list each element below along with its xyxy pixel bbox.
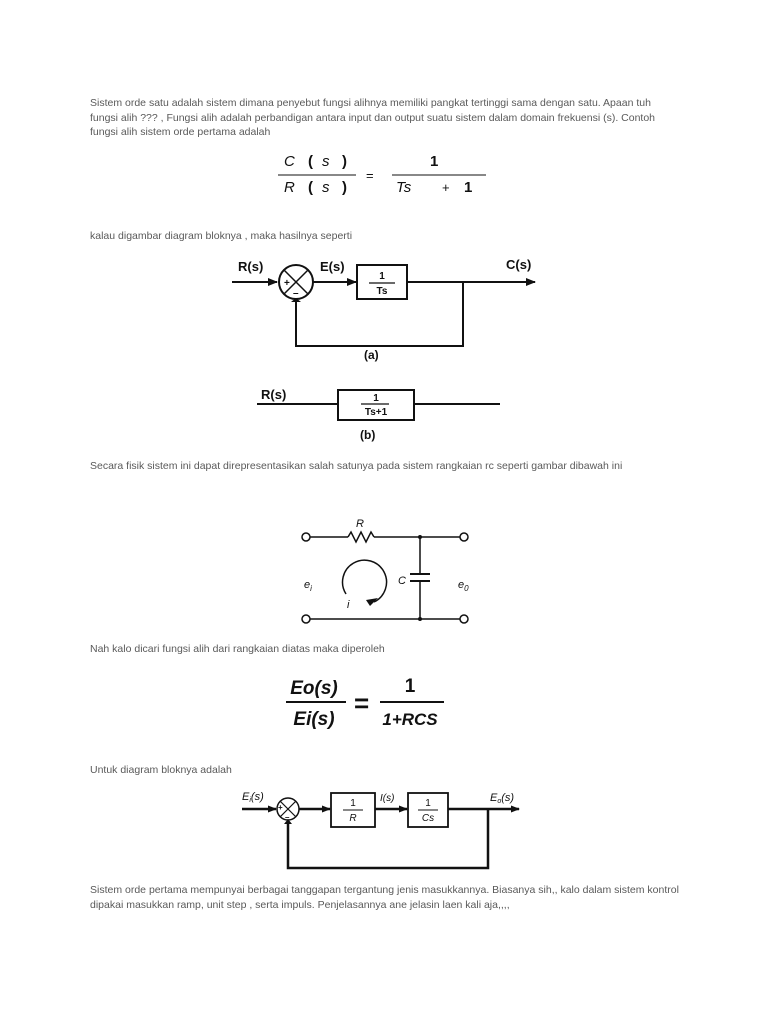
c-block1-den: R: [349, 813, 356, 824]
c-feedback-path: [286, 809, 490, 870]
transfer-function-equation: C ( s ) R ( s ) = 1 Ts + 1: [278, 153, 486, 196]
eq2-rhs-den: 1+RCS: [382, 710, 438, 729]
label-r: R: [356, 518, 364, 530]
rc-intro: Secara fisik sistem ini dapat direpresen…: [90, 460, 623, 472]
label-cs: C(s): [506, 257, 531, 272]
sum-plus: +: [284, 278, 290, 289]
c-output-label: E: [490, 792, 498, 804]
resistor: [347, 530, 375, 544]
label-ei: e: [304, 579, 310, 591]
eq1-rhs-ts: Ts: [396, 179, 412, 196]
eq2-den: Ei(s): [293, 709, 334, 730]
eq1-den-lp: (: [308, 179, 313, 196]
sum-minus: –: [293, 288, 299, 299]
eq2-rhs-num: 1: [405, 676, 416, 697]
c-input-label: E: [242, 791, 250, 803]
closing-paragraph: Sistem orde pertama mempunyai berbagai t…: [90, 884, 679, 911]
block-diagram-rc-intro: Untuk diagram bloknya adalah: [90, 764, 232, 776]
terminal-top-left: [301, 532, 311, 542]
c-output-tail: (s): [501, 792, 514, 804]
eq1-den-r: R: [284, 179, 295, 196]
feedback-path: [295, 282, 464, 347]
eq1-num-c: C: [284, 153, 295, 170]
label-eo: e: [458, 579, 464, 591]
eq1-num-lp: (: [308, 153, 313, 170]
svg-text:Eo(s): Eo(s): [490, 792, 514, 805]
eq2-equals: =: [354, 688, 369, 718]
block-diagram-rc: Ei(s) 1 R I(s) 1 Cs Eo(s) + –: [242, 791, 520, 870]
b-block-den: Ts+1: [365, 407, 388, 418]
b-block-num: 1: [373, 393, 379, 404]
c-input-tail: (s): [251, 791, 264, 803]
eq1-den-s: s: [322, 179, 330, 196]
c-sum-minus: –: [285, 813, 290, 822]
block-diagram-b: R(s) 1 Ts+1 (b): [257, 387, 500, 442]
c-block2-den: Cs: [422, 813, 434, 824]
label-es: E(s): [320, 259, 345, 274]
label-ei-sub: i: [310, 584, 312, 593]
feedback-arrowhead: [291, 298, 301, 302]
eq1-rhs-one: 1: [464, 179, 472, 196]
svg-text:ei: ei: [304, 579, 312, 593]
eq1-equals: =: [366, 168, 374, 183]
intro-paragraph: Sistem orde satu adalah sistem dimana pe…: [90, 97, 656, 138]
c-block2-num: 1: [425, 798, 431, 809]
terminal-top-right: [459, 532, 469, 542]
label-i: i: [347, 599, 350, 611]
block-a-den: Ts: [377, 286, 388, 297]
eq2-num: Eo(s): [290, 678, 338, 699]
c-sum-plus: +: [278, 803, 283, 812]
rc-transfer-function: Eo(s) Ei(s) = 1 1+RCS: [286, 676, 444, 730]
svg-text:e0: e0: [458, 579, 469, 593]
c-mid-label: I(s): [380, 793, 394, 804]
eq1-num-s: s: [322, 153, 330, 170]
c-output-sub: o: [497, 798, 501, 805]
eq1-den-rp: ): [342, 179, 347, 196]
caption-b: (b): [360, 428, 375, 442]
label-c: C: [398, 575, 406, 587]
current-loop-arrow: [341, 559, 388, 603]
svg-text:Ei(s): Ei(s): [242, 791, 264, 804]
eq1-rhs-num: 1: [430, 153, 438, 170]
tf-rc-intro: Nah kalo dicari fungsi alih dari rangkai…: [90, 643, 385, 655]
c-block1-num: 1: [350, 798, 356, 809]
rc-circuit: R C ei e0 i: [301, 518, 469, 624]
block-diagram-intro: kalau digambar diagram bloknya , maka ha…: [90, 230, 353, 242]
label-rs: R(s): [238, 259, 263, 274]
caption-a: (a): [364, 348, 379, 362]
c-input-sub: i: [249, 797, 251, 804]
block-a-num: 1: [379, 271, 385, 282]
terminal-bottom-left: [301, 614, 311, 624]
eq1-rhs-plus: +: [442, 180, 450, 195]
eq1-num-rp: ): [342, 153, 347, 170]
label-eo-sub: 0: [464, 584, 469, 593]
terminal-bottom-right: [459, 614, 469, 624]
block-diagram-a: R(s) E(s) C(s) 1 Ts + – (a): [232, 257, 536, 362]
b-label-rs: R(s): [261, 387, 286, 402]
